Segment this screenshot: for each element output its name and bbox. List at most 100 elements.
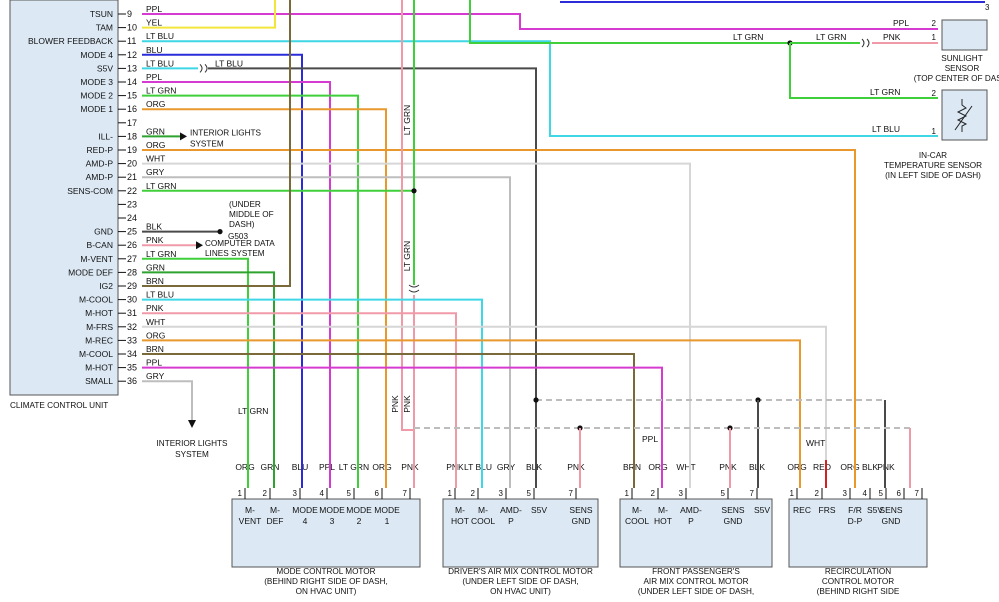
ccu-wire-color-label: PPL [146,72,162,82]
motor-terminal-label: AMD- [680,505,702,515]
ccu-wire-color-label: ORG [146,330,165,340]
ccu-pin-number: 35 [127,363,137,373]
wire-label-ltgrn: LT GRN [733,32,763,42]
motor-caption: (BEHIND RIGHT SIDE [817,587,900,596]
motor-wire-label: PNK [719,462,737,472]
ccu-wire-color-label: LT BLU [146,58,174,68]
ccu-wire-color-label: LT GRN [146,86,176,96]
ccu-pin-label: MODE 3 [80,77,113,87]
ccu-pin-number: 28 [127,267,137,277]
wire-mhot-pnk [142,312,457,488]
motor-wire-label: BLK [526,462,542,472]
ccu-pin-label: M-HOT [85,363,113,373]
motor-terminal-label: D-P [848,516,863,526]
ccu-pin-number: 22 [127,186,137,196]
ccu-pin-number: 25 [127,227,137,237]
motor-terminal-label: GND [724,516,743,526]
motor-pin-number: 3 [679,489,684,498]
ccu-pin-label: TAM [96,23,113,33]
splice-s5v [533,397,539,403]
motor-pin-number: 2 [263,489,268,498]
ccu-wire-color-label: GRY [146,371,165,381]
climate-control-unit-box [9,0,119,396]
motor-pin-number: 1 [625,489,630,498]
motor-terminal-label: SENS [721,505,744,515]
thermistor-arrow [954,105,973,131]
motor-terminal-label: FRS [819,505,836,515]
ccu-pin-number: 14 [127,77,137,87]
motor-terminal-label: VENT [239,516,262,526]
wire-label-pnk-vert: PNK [390,395,400,413]
ccu-pin-label: M-COOL [79,349,113,359]
wire-label-pnk: PNK [883,32,901,42]
ccu-pin-label: B-CAN [87,240,113,250]
wire-tam-yel [142,0,276,29]
ccu-pin-number: 19 [127,145,137,155]
ccu-wire-color-label: LT BLU [146,31,174,41]
motor-wire-label: WHT [676,462,695,472]
motor-terminal-label: 3 [330,516,335,526]
motor-pin-number: 2 [651,489,656,498]
wire-mvent-ltgrn [142,257,249,488]
wire-label-ltblu: LT BLU [872,124,900,134]
ccu-pin-number: 31 [127,308,137,318]
ccu-pin-number: 27 [127,254,137,264]
ccu-wire-color-label: BRN [146,344,164,354]
motor-pin-number: 1 [790,489,795,498]
ccu-wire-color-label: WHT [146,317,165,327]
motor-terminal-label: F/R [848,505,862,515]
wire-amdp-gry [142,176,511,488]
wire-ltgrn-sunlight-left [469,0,790,44]
ccu-pin-label: M-VENT [80,254,113,264]
ccu-wire-color-label: PPL [146,4,162,14]
ccu-pin-label: ILL- [98,131,113,141]
motor-pin-number: 7 [915,489,920,498]
ccu-pin-number: 17 [127,118,137,128]
motor-pin-number: 6 [375,489,380,498]
ccu-pin-label: MODE 1 [80,104,113,114]
motor-wire-label: ORG [372,462,391,472]
motor-caption: FRONT PASSENGER'S [652,567,740,576]
motor-caption: DRIVER'S AIR MIX CONTROL MOTOR [448,567,593,576]
wire-label-ltgrn: LT GRN [238,406,268,416]
ccu-wire-color-label: BLK [146,222,162,232]
motor-terminal-label: REC [793,505,811,515]
ccu-pin-number: 29 [127,281,137,291]
ccu-pin-label: MODE 2 [80,91,113,101]
motor-terminal-label: 4 [303,516,308,526]
motor-terminal-label: P [688,516,694,526]
motor-terminal-label: M- [270,505,280,515]
ground-location-label: DASH) [229,220,255,229]
wire-pnk-vertical [401,0,414,431]
motor-terminal-label: S5V [531,505,547,515]
interior-lights-label: INTERIOR LIGHTS [190,128,262,137]
sunlight-pin: 2 [932,19,937,28]
ground-id-label: G503 [228,232,248,241]
motor-terminal-label: M- [245,505,255,515]
ccu-pin-number: 36 [127,376,137,386]
ccu-pin-number: 30 [127,295,137,305]
wire-label-ltgrn-vert: LT GRN [402,105,412,135]
motor-terminal-label: M- [455,505,465,515]
ccu-pin-label: M-FRS [86,322,113,332]
ccu-pin-number: 16 [127,104,137,114]
motor-terminal-label: COOL [471,516,495,526]
motor-caption: CONTROL MOTOR [822,577,894,586]
connector-symbol [408,284,420,293]
ccu-pin-label: AMD-P [86,172,114,182]
ccu-wire-color-label: PPL [146,358,162,368]
ccu-pin-number: 21 [127,172,137,182]
motor-pin-number: 5 [879,489,884,498]
ccu-wire-color-label: ORG [146,140,165,150]
wire-small-gry [142,380,193,420]
wire-mcool-brn [142,353,635,488]
ccu-pin-number: 33 [127,335,137,345]
wire-tsun-ppl [142,13,938,30]
wire-mhot-ppl [142,366,663,488]
incar-caption: TEMPERATURE SENSOR [884,161,982,170]
wire-redp-org [142,149,856,488]
motor-pin-number: 5 [347,489,352,498]
wire-label-ltgrn: LT GRN [870,87,900,97]
sunlight-caption: SUNLIGHT [941,54,982,63]
motor-wire-label: LT GRN [339,462,369,472]
